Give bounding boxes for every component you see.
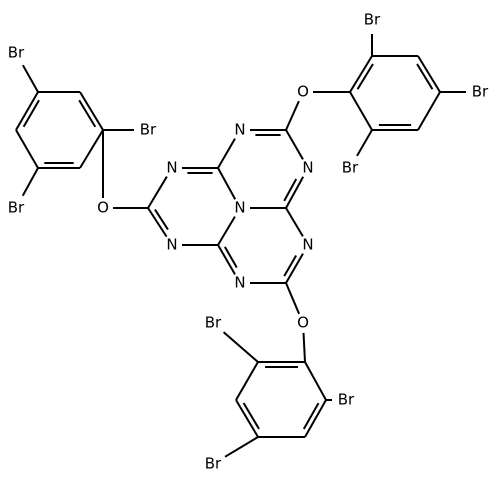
bromine-atom-c2: Br	[8, 199, 25, 217]
bond-44	[302, 402, 320, 430]
bond-18	[147, 176, 168, 209]
bond-31	[416, 63, 434, 90]
bond-30	[417, 55, 441, 93]
bond-57	[79, 91, 104, 131]
bond-48	[222, 331, 259, 363]
nitrogen-atom-7: N	[302, 236, 313, 254]
bond-58	[78, 99, 97, 128]
nitrogen-atom-3: N	[302, 159, 313, 177]
bond-21	[285, 100, 300, 131]
bond-53	[15, 129, 39, 169]
bond-25	[302, 332, 306, 363]
bromine-atom-b1: Br	[205, 314, 222, 332]
bond-7	[217, 138, 236, 169]
oxygen-atom-3: O	[97, 199, 109, 217]
nitrogen-atom-5: N	[234, 199, 245, 217]
bond-38	[356, 129, 373, 157]
bromine-atom-a2: Br	[364, 11, 381, 29]
bond-16	[147, 207, 168, 238]
bond-61	[22, 64, 39, 93]
oxygen-atom-2: O	[297, 314, 309, 332]
nitrogen-atom-9: N	[234, 274, 245, 292]
bond-28	[356, 63, 374, 90]
bond-55	[22, 99, 40, 128]
bond-3	[285, 176, 305, 209]
bond-6	[217, 167, 237, 200]
bond-17	[154, 209, 169, 231]
bond-9	[285, 253, 304, 284]
bromine-atom-b2: Br	[338, 391, 355, 409]
bond-22	[285, 282, 301, 315]
bond-59	[79, 129, 104, 169]
bond-45	[304, 361, 327, 401]
bromine-atom-a4: Br	[472, 83, 489, 101]
nitrogen-atom-13: N	[166, 159, 177, 177]
bond-32	[417, 91, 441, 131]
bromine-atom-c6: Br	[140, 121, 157, 139]
bond-50	[224, 436, 259, 458]
bond-54	[15, 91, 39, 131]
nitrogen-atom-11: N	[166, 236, 177, 254]
bond-10	[283, 255, 297, 277]
bond-35	[349, 91, 373, 131]
nitrogen-atom-1: N	[234, 121, 245, 139]
bond-41	[242, 402, 260, 430]
oxygen-atom-1: O	[297, 83, 309, 101]
bond-13	[224, 246, 238, 268]
bond-8	[285, 207, 304, 237]
bond-12	[217, 244, 236, 275]
bromine-atom-b3: Br	[205, 455, 222, 473]
bond-40	[235, 399, 259, 438]
bromine-atom-c4: Br	[8, 44, 25, 62]
bond-39	[235, 361, 259, 401]
bond-27	[349, 55, 373, 93]
bond-4	[283, 178, 298, 202]
bond-14	[217, 216, 236, 246]
bromine-atom-a6: Br	[342, 159, 359, 177]
bond-43	[304, 399, 327, 438]
bond-2	[285, 129, 304, 160]
bond-60	[21, 167, 39, 197]
